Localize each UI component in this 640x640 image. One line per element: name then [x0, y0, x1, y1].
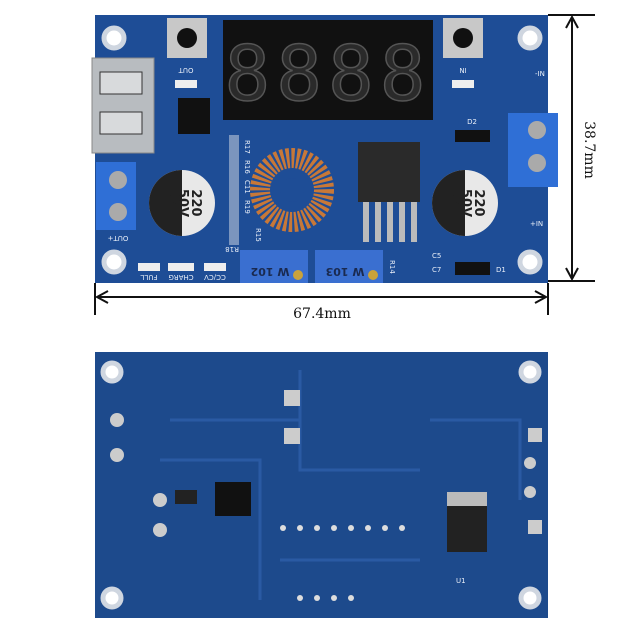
bottom-mounting-holes — [100, 360, 542, 610]
label-r16: R16 — [243, 160, 251, 174]
label-charg: CHARG — [168, 273, 193, 281]
usb-port — [91, 57, 155, 154]
voltage-regulator — [358, 142, 420, 242]
label-r14: R14 — [388, 260, 396, 274]
push-button-left — [167, 18, 207, 58]
label-neg-in: -IN — [535, 70, 545, 78]
label-d1: D1 — [496, 266, 506, 274]
mounting-holes — [101, 25, 543, 275]
solder-pads — [110, 390, 542, 537]
led-charg — [168, 263, 194, 271]
output-terminal-block — [96, 162, 136, 230]
label-r19: R19 — [243, 200, 251, 214]
cap-right-brand: VT — [445, 194, 460, 213]
capacitor-right: 220 50V VT — [432, 170, 498, 236]
led-full — [138, 263, 160, 271]
pot-right-label: W 103 — [326, 265, 365, 278]
seven-segment-display: 8888 — [223, 20, 433, 120]
width-dimension — [94, 283, 549, 315]
cap-left-value: 220 — [188, 189, 203, 216]
header-pins — [280, 525, 405, 601]
height-dimension — [548, 14, 595, 282]
bottom-ic-chip — [215, 482, 251, 516]
label-c11: C11 — [243, 180, 251, 194]
diode-d2 — [455, 130, 490, 142]
cap-left-brand: VT — [162, 194, 177, 213]
potentiometer-w102[interactable]: W 102 — [240, 250, 308, 283]
toroid-inductor — [250, 148, 334, 232]
pot-left-label: W 102 — [251, 265, 290, 278]
led-cc-cv — [204, 263, 226, 271]
label-c5: C5 — [432, 252, 441, 260]
width-label: 67.4mm — [293, 306, 351, 322]
cap-right-voltage: 50V — [458, 189, 473, 217]
bottom-resistor — [175, 490, 197, 504]
cap-left-voltage: 50V — [175, 189, 190, 217]
ic-chip — [178, 98, 210, 134]
label-r18: R18 — [225, 245, 239, 253]
push-button-right — [443, 18, 483, 58]
height-label: 38.7mm — [581, 121, 597, 179]
label-pos-in: +IN — [530, 220, 543, 228]
input-terminal-block — [508, 113, 558, 187]
display-digits: 8888 — [224, 29, 431, 118]
pcb-bottom-surface — [95, 352, 548, 618]
capacitor-left: 220 50V VT — [149, 170, 215, 236]
top-pcb: 8888 OUT IN OUT+ -IN +IN — [91, 15, 558, 283]
label-full: FULL — [140, 273, 157, 281]
label-out-plus: OUT+ — [107, 234, 128, 242]
label-out: OUT — [178, 66, 194, 74]
copper-traces — [160, 370, 522, 600]
in-led — [452, 80, 474, 88]
bottom-pcb: U1 — [95, 352, 548, 618]
label-r15: R15 — [254, 228, 262, 242]
potentiometer-w103[interactable]: W 103 — [315, 250, 383, 283]
diode-d1 — [455, 262, 490, 275]
label-u1: U1 — [456, 577, 466, 585]
label-r17: R17 — [243, 140, 251, 154]
label-in: IN — [459, 66, 466, 74]
smd-resistor-column — [229, 135, 239, 245]
cap-right-value: 220 — [471, 189, 486, 216]
label-c7: C7 — [432, 266, 441, 274]
u1-regulator — [447, 492, 487, 552]
label-cc-cv: CC/CV — [204, 273, 226, 281]
label-d2: D2 — [467, 118, 477, 126]
out-led — [175, 80, 197, 88]
